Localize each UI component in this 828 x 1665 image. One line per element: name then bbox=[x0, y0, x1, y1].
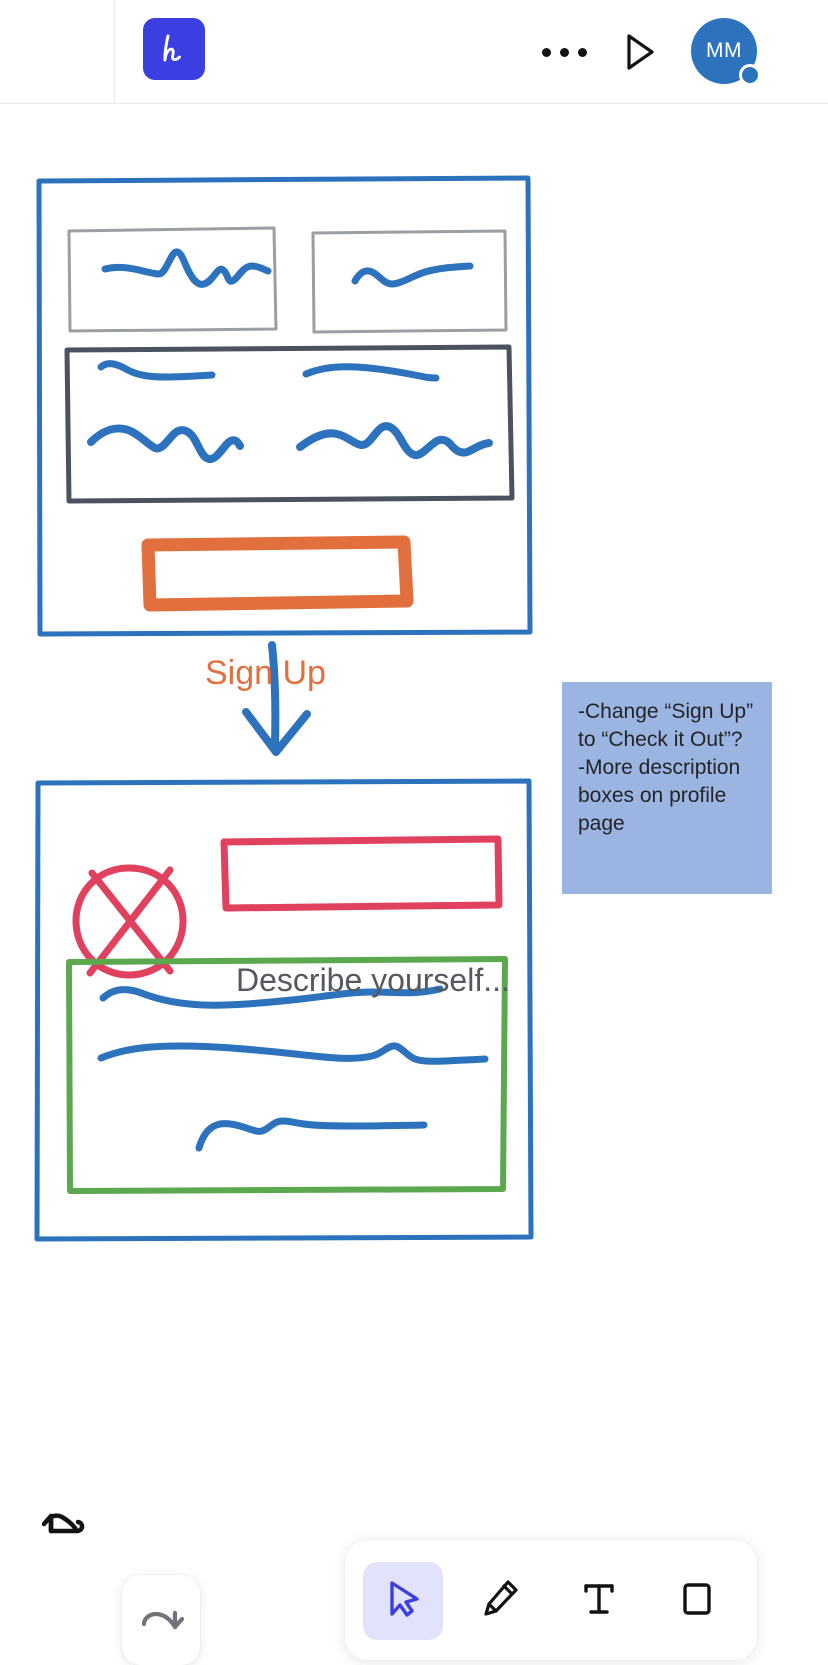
redo-arrow-icon bbox=[138, 1600, 185, 1647]
signup-screen-frame bbox=[36, 175, 533, 637]
tool-palette bbox=[345, 1540, 757, 1660]
ellipsis-dot bbox=[577, 47, 587, 57]
sticky-note-text: -Change “Sign Up” to “Check it Out”? -Mo… bbox=[578, 700, 754, 835]
profile-screen-frame bbox=[34, 778, 534, 1242]
description-input-label[interactable]: Describe yourself... bbox=[236, 962, 510, 998]
top-bar-divider bbox=[114, 0, 115, 104]
play-triangle-icon[interactable] bbox=[614, 26, 666, 78]
tool-text[interactable] bbox=[559, 1562, 639, 1640]
whiteboard-canvas[interactable]: Sign Up Describe yourself... -Change “Si… bbox=[0, 104, 828, 1656]
undo-button[interactable] bbox=[28, 1490, 102, 1564]
ellipsis-dot bbox=[541, 47, 551, 57]
tool-select[interactable] bbox=[363, 1562, 443, 1640]
sticky-note[interactable]: -Change “Sign Up” to “Check it Out”? -Mo… bbox=[562, 682, 772, 894]
text-t-icon bbox=[579, 1577, 619, 1626]
top-bar: MM bbox=[0, 0, 828, 104]
tool-pen[interactable] bbox=[461, 1562, 541, 1640]
rectangle-icon bbox=[677, 1577, 717, 1626]
pencil-icon bbox=[481, 1577, 521, 1626]
sign-up-button-label[interactable]: Sign Up bbox=[205, 654, 326, 692]
ellipsis-icon[interactable] bbox=[534, 30, 594, 74]
avatar-initials: MM bbox=[691, 18, 757, 84]
flow-arrow bbox=[242, 641, 311, 756]
ellipsis-dot bbox=[559, 47, 569, 57]
redo-button[interactable] bbox=[122, 1586, 200, 1660]
avatar[interactable]: MM bbox=[691, 18, 761, 86]
whimsical-h-logo[interactable] bbox=[143, 18, 205, 80]
tool-shape[interactable] bbox=[657, 1562, 737, 1640]
cursor-arrow-icon bbox=[383, 1577, 423, 1626]
undo-arrow-icon bbox=[41, 1504, 88, 1551]
redo-button-card[interactable] bbox=[122, 1575, 200, 1665]
presence-badge bbox=[739, 64, 761, 86]
